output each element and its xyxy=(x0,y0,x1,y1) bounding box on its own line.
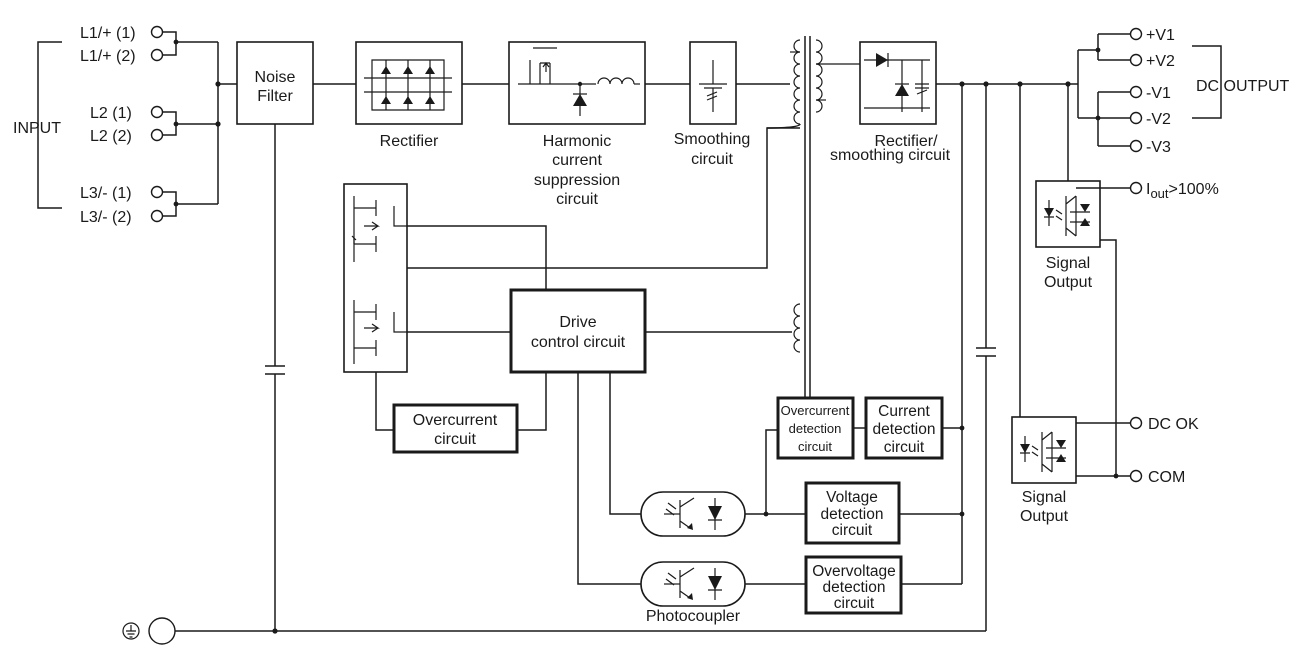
terminal-l2-1-label: L2 (1) xyxy=(90,105,132,122)
smoothing-label-2: circuit xyxy=(691,151,733,168)
diode-bridge-icon xyxy=(364,59,452,111)
mosfet-pair-icon xyxy=(351,196,407,364)
output-rectifier-icon xyxy=(864,53,930,112)
terminal-com xyxy=(1129,469,1143,483)
voltage-detection-label-3: circuit xyxy=(832,522,873,539)
signal-output-top-label-1: Signal xyxy=(1046,255,1090,272)
terminal-pos-v2 xyxy=(1129,53,1143,67)
input-ground-capacitor xyxy=(265,124,285,631)
pfc-switch-icon xyxy=(518,47,640,116)
terminal-iout xyxy=(1129,181,1143,195)
signal-output-bottom-label-2: Output xyxy=(1020,508,1069,525)
drive-control-label-1: Drive xyxy=(559,314,596,331)
overcurrent-detection-block: Overcurrent detection circuit xyxy=(776,396,855,460)
terminal-l3-1-label: L3/- (1) xyxy=(80,185,132,202)
signal-output-top-label-2: Output xyxy=(1044,274,1093,291)
voltage-detection-label-2: detection xyxy=(821,506,884,523)
terminal-l1-1 xyxy=(150,25,164,39)
overvoltage-detection-label-3: circuit xyxy=(834,595,875,612)
overvoltage-detection-label-1: Overvoltage xyxy=(812,563,896,580)
terminal-neg-v3 xyxy=(1129,139,1143,153)
voltage-detection-label-1: Voltage xyxy=(826,489,878,506)
noise-filter-label-2: Filter xyxy=(257,88,293,105)
signal-output-bottom-label-1: Signal xyxy=(1022,489,1066,506)
photocoupler-1 xyxy=(640,491,746,537)
harmonic-label-4: circuit xyxy=(556,191,598,208)
overcurrent-block: Overcurrent circuit xyxy=(392,403,519,454)
switching-transistor-block xyxy=(343,183,408,373)
overcurrent-label-2: circuit xyxy=(434,431,476,448)
photocoupler-transistor-icon-2 xyxy=(1020,431,1066,473)
overcurrent-detection-label-1: Overcurrent xyxy=(781,403,850,418)
input-label: INPUT xyxy=(13,120,61,137)
ground-terminal xyxy=(148,617,176,645)
terminal-neg-v1 xyxy=(1129,85,1143,99)
out-neg-v2-label: -V2 xyxy=(1146,111,1171,128)
photocoupler-transistor-icon xyxy=(1044,195,1090,237)
voltage-detection-block: Voltage detection circuit xyxy=(804,481,901,545)
noise-filter-label-1: Noise xyxy=(255,69,296,86)
terminal-l1-2 xyxy=(150,48,164,62)
iout-label: Iout>100% xyxy=(1146,181,1219,201)
overvoltage-detection-block: Overvoltage detection circuit xyxy=(804,555,903,615)
rectifier-smoothing-label-1: Rectifier/ xyxy=(874,133,938,150)
terminal-pos-v1 xyxy=(1129,27,1143,41)
rectifier-block: Rectifier xyxy=(355,41,463,150)
out-pos-v2-label: +V2 xyxy=(1146,53,1175,70)
out-neg-v3-label: -V3 xyxy=(1146,139,1171,156)
current-detection-block: Current detection circuit xyxy=(864,396,944,460)
transformer-icon xyxy=(790,36,860,398)
drive-control-label-2: control circuit xyxy=(531,334,626,351)
rectifier-label: Rectifier xyxy=(380,133,439,150)
terminal-l2-2 xyxy=(150,128,164,142)
output-ground-capacitor xyxy=(976,84,996,631)
terminal-l2-1 xyxy=(150,105,164,119)
terminal-l2-2-label: L2 (2) xyxy=(90,128,132,145)
terminal-l1-2-label: L1/+ (2) xyxy=(80,48,136,65)
harmonic-label-3: suppression xyxy=(534,172,620,189)
terminal-l3-1 xyxy=(150,185,164,199)
photocoupler-label: Photocoupler xyxy=(646,608,741,625)
out-pos-v1-label: +V1 xyxy=(1146,27,1175,44)
dc-ok-label: DC OK xyxy=(1148,416,1199,433)
capacitor-icon xyxy=(699,60,727,112)
com-label: COM xyxy=(1148,469,1185,486)
harmonic-label-2: current xyxy=(552,152,602,169)
overcurrent-detection-label-2: detection xyxy=(789,421,842,436)
current-detection-label-1: Current xyxy=(878,403,930,420)
dc-output-label: DC OUTPUT xyxy=(1196,78,1290,95)
overcurrent-detection-label-3: circuit xyxy=(798,439,832,454)
signal-output-top-block: Iout>100% Signal Output xyxy=(1035,84,1219,476)
overcurrent-label-1: Overcurrent xyxy=(413,412,498,429)
terminal-neg-v2 xyxy=(1129,111,1143,125)
drive-control-block: Drive control circuit xyxy=(509,288,647,374)
earth-ground-icon xyxy=(122,622,140,640)
rectifier-smoothing-label-2: smoothing circuit xyxy=(830,147,951,164)
smoothing-label-1: Smoothing xyxy=(674,131,751,148)
harmonic-label-1: Harmonic xyxy=(543,133,611,150)
out-neg-v1-label: -V1 xyxy=(1146,85,1171,102)
signal-output-bottom-block: DC OK COM Signal Output xyxy=(1011,84,1199,525)
input-section: INPUT L1/+ (1) L1/+ (2) L2 (1) L2 (2) L3… xyxy=(13,25,237,226)
current-detection-label-3: circuit xyxy=(884,439,925,456)
rectifier-smoothing-block: Rectifier/ smoothing circuit xyxy=(830,41,951,164)
terminal-l3-2-label: L3/- (2) xyxy=(80,209,132,226)
harmonic-suppression-block: Harmonic current suppression circuit xyxy=(508,41,646,208)
terminal-l3-2 xyxy=(150,209,164,223)
dc-output-section: +V1 +V2 -V1 -V2 -V3 DC OUTPUT xyxy=(1129,27,1290,156)
smoothing-block: Smoothing circuit xyxy=(674,41,751,168)
photocoupler-2: Photocoupler xyxy=(640,561,746,625)
terminal-dc-ok xyxy=(1129,416,1143,430)
noise-filter-block: Noise Filter xyxy=(236,41,314,125)
terminal-l1-1-label: L1/+ (1) xyxy=(80,25,136,42)
current-detection-label-2: detection xyxy=(873,421,936,438)
ground-section xyxy=(122,617,986,645)
overvoltage-detection-label-2: detection xyxy=(823,579,886,596)
